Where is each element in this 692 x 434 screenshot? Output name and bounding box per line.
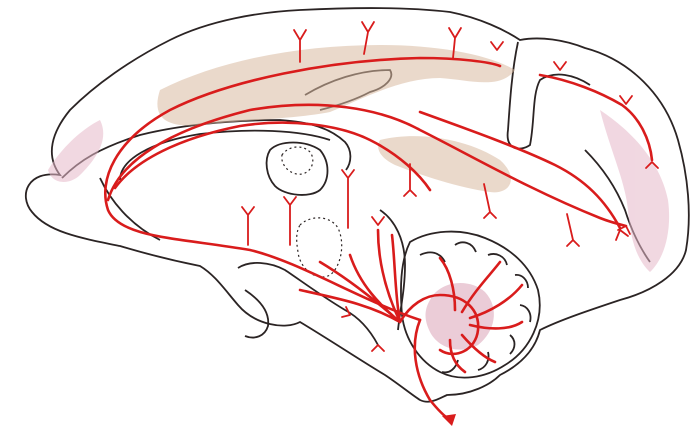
fork-14 — [284, 197, 296, 245]
fork-15 — [342, 170, 354, 228]
fork-4 — [491, 42, 503, 50]
fork-5 — [554, 62, 566, 70]
fork-16 — [372, 217, 384, 225]
parieto-occipital-sulcus — [508, 42, 590, 149]
thalamus-contour — [267, 143, 328, 195]
fork-18 — [372, 345, 384, 351]
occipital-tint — [600, 110, 669, 272]
fork-10 — [567, 214, 579, 246]
corpus-callosum-upper — [62, 120, 350, 178]
cerebellar-nucleus-tint — [426, 283, 494, 350]
fork-9 — [616, 230, 628, 240]
fork-13 — [242, 207, 254, 245]
hypothalamus-dotted — [282, 147, 313, 174]
pathway-thalamic-fan — [300, 230, 400, 322]
corpus-callosum-lower — [120, 131, 330, 180]
fork-6 — [620, 96, 632, 104]
descending-arrowhead — [442, 414, 456, 426]
cingulate-tint — [157, 45, 515, 126]
parietal-tint — [378, 136, 511, 192]
